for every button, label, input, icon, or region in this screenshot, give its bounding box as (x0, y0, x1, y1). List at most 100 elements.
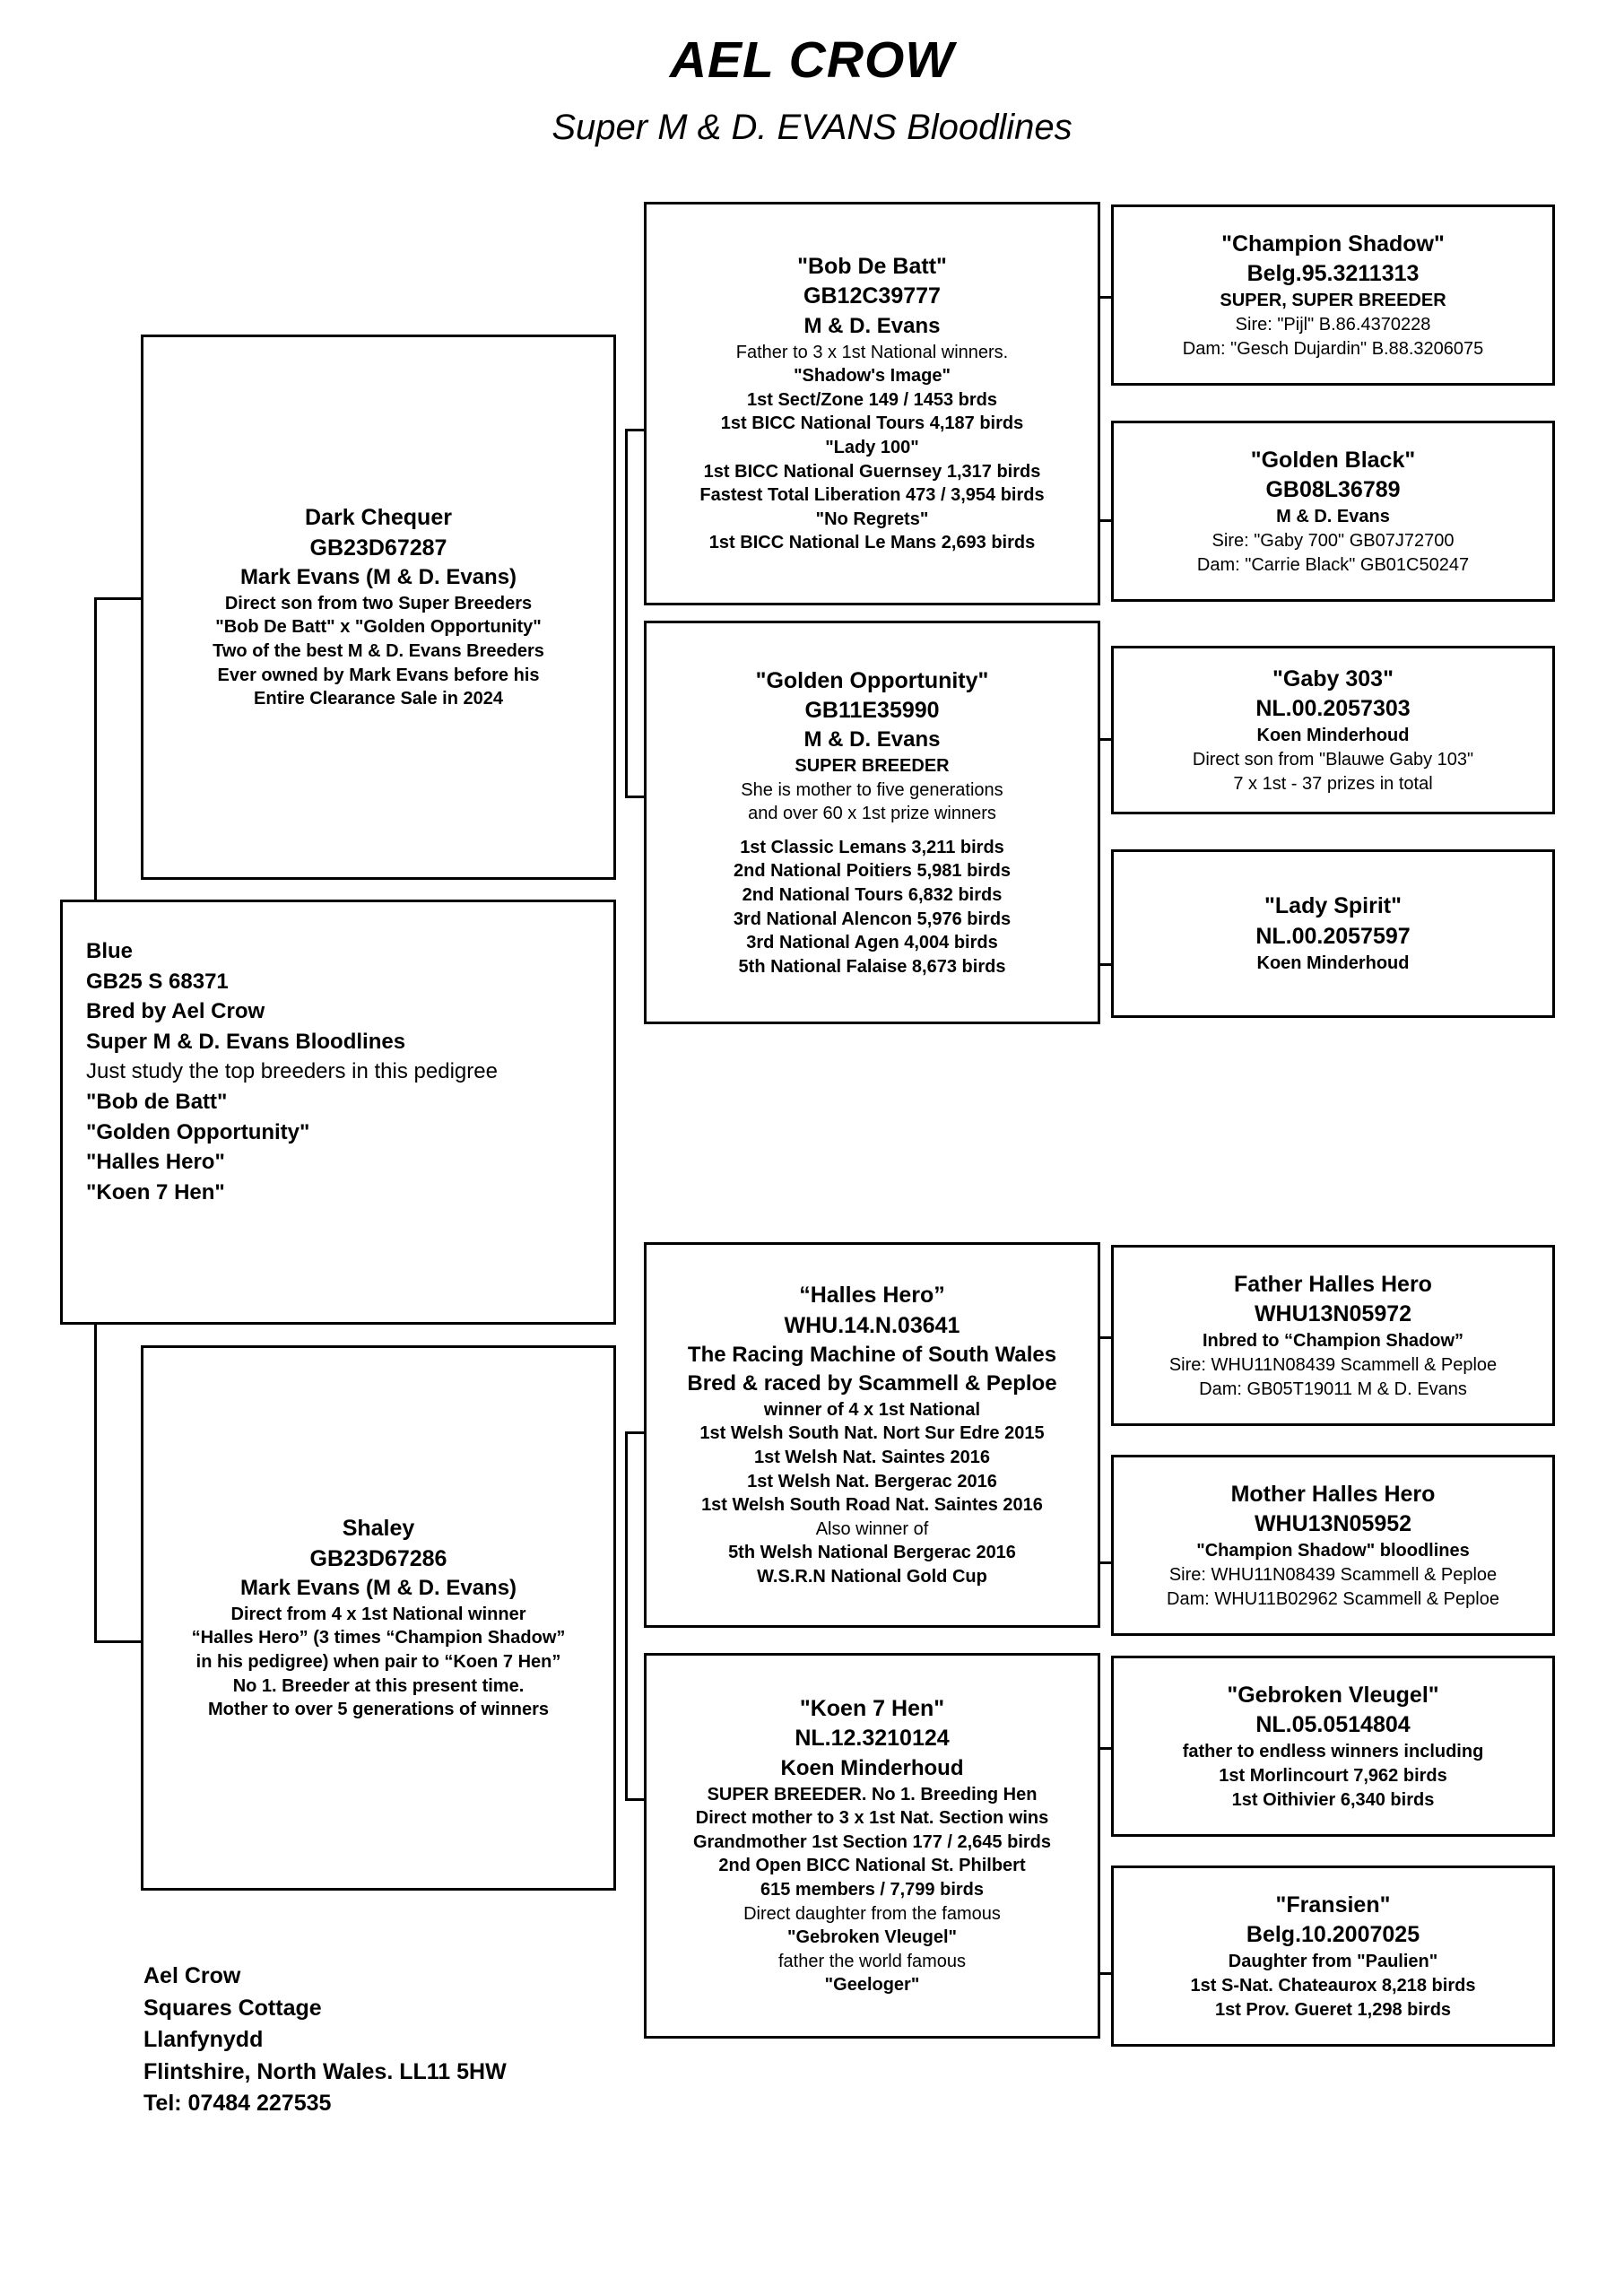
box-line: NL.00.2057597 (1255, 923, 1411, 949)
box-line: winner of 4 x 1st National (763, 1399, 981, 1420)
box-line: GB23D67286 (309, 1545, 447, 1571)
box-line: Belg.10.2007025 (1246, 1922, 1420, 1948)
box-line: M & D. Evans (803, 727, 941, 752)
box-line: The Racing Machine of South Wales (687, 1342, 1057, 1367)
box-line: No 1. Breeder at this present time. (232, 1675, 525, 1696)
box-line: Mark Evans (M & D. Evans) (239, 564, 517, 589)
box-line: WHU13N05952 (1254, 1511, 1412, 1537)
box-line: 1st Classic Lemans 3,211 birds (740, 837, 1004, 857)
box-line: Sire: "Pijl" B.86.4370228 (1235, 314, 1431, 335)
box-line: W.S.R.N National Gold Cup (757, 1566, 987, 1587)
box-line: 1st Welsh South Nat. Nort Sur Edre 2015 (699, 1423, 1045, 1444)
box-line: Entire Clearance Sale in 2024 (254, 689, 503, 709)
box-line: "Shadow's Image" (794, 366, 951, 387)
box-line: Direct son from two Super Breeders (224, 593, 533, 613)
box-line: M & D. Evans (803, 313, 941, 338)
box-line: "Bob De Batt" x "Golden Opportunity" (215, 617, 542, 638)
connector-koen-to-gebroken (1092, 1747, 1114, 1750)
box-line: 3rd National Agen 4,004 birds (746, 933, 998, 953)
box-line: 1st BICC National Guernsey 1,317 birds (703, 461, 1041, 482)
connector-dark-chequer-to-bob (625, 429, 647, 431)
box-line: Direct daughter from the famous (743, 1903, 1001, 1924)
box-line: Grandmother 1st Section 177 / 2,645 bird… (692, 1831, 1052, 1852)
box-line: GB23D67287 (309, 535, 447, 561)
connector-blue-to-shaley (94, 1640, 143, 1643)
box-line: father the world famous (778, 1951, 966, 1971)
box-line: "Gebroken Vleugel" (786, 1927, 957, 1948)
box-line: SUPER, SUPER BREEDER (1220, 291, 1446, 311)
box-line: Bred & raced by Scammell & Peploe (687, 1370, 1057, 1396)
box-line: Koen Minderhoud (780, 1755, 964, 1780)
box-line: “Halles Hero” (3 times “Champion Shadow” (191, 1628, 566, 1648)
box-line: WHU.14.N.03641 (784, 1312, 960, 1338)
box-line: "Halles Hero" (86, 1150, 225, 1175)
connector-shaley-to-koen7hen (625, 1798, 647, 1801)
box-line: 1st Welsh Nat. Bergerac 2016 (747, 1471, 997, 1492)
connector-dark-chequer-to-golden-opp (625, 796, 647, 798)
box-line: "No Regrets" (815, 509, 929, 529)
box-line: 1st BICC National Le Mans 2,693 birds (708, 533, 1036, 553)
connector-golden-opp-to-lady-spirit (1092, 963, 1114, 966)
address-line: Flintshire, North Wales. LL11 5HW (143, 2058, 507, 2084)
connector-halles-to-mother (1092, 1561, 1114, 1564)
box-line: "Geeloger" (824, 1975, 920, 1996)
box-line (647, 826, 1098, 836)
box-line: Dam: GB05T19011 M & D. Evans (1199, 1378, 1467, 1399)
box-line: 1st Oithivier 6,340 birds (1231, 1789, 1435, 1810)
box-line: Mother to over 5 generations of winners (207, 1700, 550, 1720)
box-line: Father Halles Hero (1234, 1271, 1432, 1297)
box-line: WHU13N05972 (1254, 1301, 1412, 1327)
box-line: "Golden Black" (1250, 447, 1416, 473)
box-line: "Golden Opportunity" (755, 667, 989, 693)
box-line: Mother Halles Hero (1230, 1481, 1436, 1507)
box-line: Mark Evans (M & D. Evans) (239, 1575, 517, 1600)
connector-bob-to-champion-shadow (1092, 296, 1114, 299)
box-line: Dark Chequer (305, 505, 452, 531)
box-line: "Golden Opportunity" (86, 1119, 310, 1144)
connector-golden-opp-to-gaby (1092, 738, 1114, 741)
box-line: NL.00.2057303 (1255, 696, 1411, 722)
box-line: Direct from 4 x 1st National winner (230, 1604, 526, 1624)
box-line: "Champion Shadow" (1221, 230, 1445, 257)
box-line: Also winner of (815, 1518, 929, 1539)
box-line: "Fransien" (1275, 1892, 1391, 1918)
box-line: Dam: "Carrie Black" GB01C50247 (1196, 554, 1470, 575)
box-line: 3rd National Alencon 5,976 birds (733, 909, 1012, 929)
box-line: "Champion Shadow" bloodlines (1196, 1541, 1470, 1561)
box-line: 615 members / 7,799 birds (760, 1879, 985, 1900)
box-line: GB12C39777 (803, 283, 941, 309)
box-line: 2nd Open BICC National St. Philbert (718, 1856, 1026, 1876)
box-line: Sire: "Gaby 700" GB07J72700 (1211, 530, 1455, 551)
box-line: GB25 S 68371 (86, 969, 229, 994)
box-line: "Bob de Batt" (86, 1089, 228, 1114)
box-line: "Lady 100" (825, 437, 919, 457)
box-line: 1st Sect/Zone 149 / 1453 brds (746, 389, 998, 410)
box-line: Ever owned by Mark Evans before his (217, 665, 540, 685)
connector-halles-to-father (1092, 1336, 1114, 1339)
box-line: Dam: WHU11B02962 Scammell & Peploe (1167, 1588, 1499, 1609)
box-line: NL.05.0514804 (1255, 1712, 1411, 1738)
box-line: Koen Minderhoud (1256, 952, 1410, 973)
address-line: Squares Cottage (143, 1995, 322, 2021)
box-line: Shaley (342, 1516, 415, 1542)
address-line: Tel: 07484 227535 (143, 2091, 332, 2116)
box-line: "Gaby 303" (1272, 665, 1394, 691)
connector-bob-to-golden-black (1092, 519, 1114, 522)
